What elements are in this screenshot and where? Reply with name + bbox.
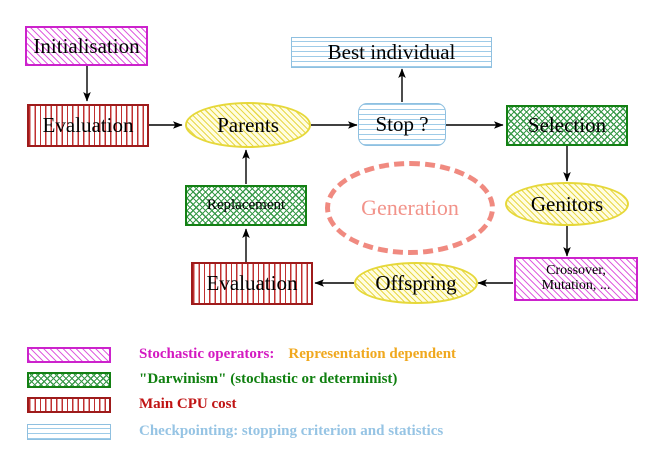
legend-text-main-cpu-cost: Main CPU cost [139,396,237,413]
node-generation-label: Generation [361,195,459,220]
node-crossover-mutation-label-line1: Crossover, [546,263,606,279]
node-evaluation-bottom[interactable]: Evaluation [191,262,313,305]
legend-row-checkpointing: Checkpointing: stopping criterion and st… [27,423,443,440]
node-generation: Generation [325,161,495,255]
node-stop[interactable]: Stop ? [358,103,446,146]
node-initialisation[interactable]: Initialisation [25,26,148,66]
legend-label-main-cpu-cost: Main CPU cost [139,396,237,412]
node-parents[interactable]: Parents [185,102,311,148]
node-selection[interactable]: Selection [506,105,628,146]
legend-text-checkpointing: Checkpointing: stopping criterion and st… [139,423,443,440]
node-crossover-mutation-label-line2: Mutation, ... [541,278,611,293]
legend-row-darwinism: "Darwinism" (stochastic or determinist) [27,371,397,388]
legend-label-stochastic-operators: Stochastic operators: [139,346,275,362]
node-selection-label: Selection [527,113,607,138]
legend-swatch-magenta-hatch [27,346,111,363]
legend-text-darwinism: "Darwinism" (stochastic or determinist) [139,371,397,388]
legend-row-main-cpu-cost: Main CPU cost [27,396,237,413]
node-crossover-mutation[interactable]: Crossover, Mutation, ... [514,257,638,301]
node-replacement[interactable]: Replacement [185,185,307,226]
node-evaluation-top[interactable]: Evaluation [27,104,149,147]
node-best-individual-label: Best individual [327,40,456,65]
node-best-individual[interactable]: Best individual [291,37,492,68]
node-initialisation-label: Initialisation [33,33,140,58]
legend-swatch-red-vertical [27,396,111,413]
node-offspring[interactable]: Offspring [354,262,478,304]
node-evaluation-top-label: Evaluation [42,113,134,138]
legend-label-darwinism: "Darwinism" (stochastic or determinist) [139,371,398,387]
node-genitors[interactable]: Genitors [505,182,629,226]
legend-text-stochastic-operators: Stochastic operators: Representation depe… [139,346,456,363]
legend-swatch-blue-horizontal [27,423,111,440]
legend-swatch-green-hatch [27,371,111,388]
legend-label-representation-dependent: Representation dependent [288,346,457,362]
node-stop-label: Stop ? [375,112,429,137]
node-offspring-label: Offspring [375,270,457,295]
legend-label-checkpointing: Checkpointing: stopping criterion and st… [139,423,444,439]
node-replacement-label: Replacement [206,196,286,213]
node-genitors-label: Genitors [530,191,604,216]
legend-row-stochastic-operators: Stochastic operators: Representation depe… [27,346,456,363]
node-parents-label: Parents [217,112,279,137]
node-evaluation-bottom-label: Evaluation [206,271,298,296]
